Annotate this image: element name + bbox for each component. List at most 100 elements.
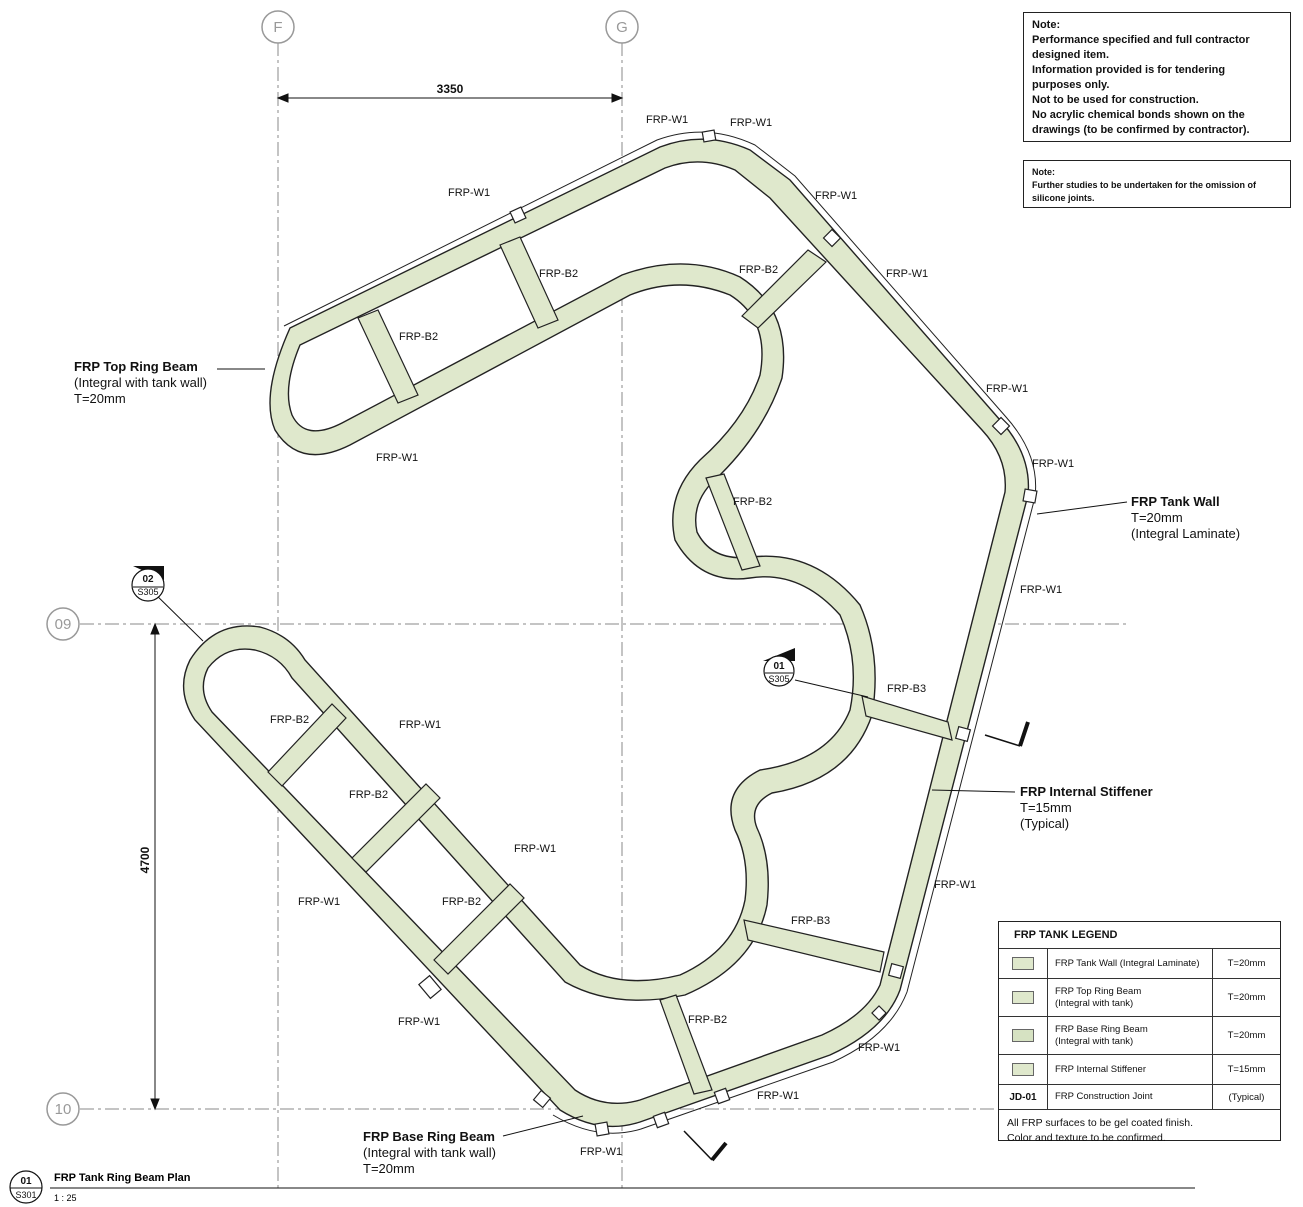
note-line: Note: bbox=[1032, 167, 1055, 177]
label-w1: FRP-W1 bbox=[986, 383, 1028, 395]
legend-swatch-cell bbox=[999, 1017, 1048, 1054]
legend-desc: FRP Base Ring Beam(Integral with tank) bbox=[1048, 1017, 1213, 1054]
note-line: No acrylic chemical bonds shown on the bbox=[1032, 109, 1245, 121]
label-w1: FRP-W1 bbox=[730, 117, 772, 129]
legend-desc: FRP Internal Stiffener bbox=[1048, 1055, 1213, 1084]
note-line: Not to be used for construction. bbox=[1032, 94, 1199, 106]
legend-swatch-cell bbox=[999, 979, 1048, 1016]
callout-internal-stiffener: FRP Internal Stiffener T=15mm (Typical) bbox=[1020, 784, 1153, 831]
note-line: Information provided is for tendering bbox=[1032, 64, 1226, 76]
legend-footer-line: Color and texture to be confirmed. bbox=[1007, 1132, 1166, 1144]
stiffener-b2-top-right bbox=[741, 249, 827, 329]
legend-footer-line: All FRP surfaces to be gel coated finish… bbox=[1007, 1117, 1193, 1129]
grid-bubble-10: 10 bbox=[46, 1092, 80, 1126]
label-w1: FRP-W1 bbox=[858, 1042, 900, 1054]
stiffener-b2-left-1 bbox=[267, 703, 347, 787]
section-cut-markers bbox=[683, 721, 1030, 1162]
legend-swatch bbox=[1012, 957, 1034, 970]
grid-bubble-09: 09 bbox=[46, 607, 80, 641]
frp-tank-legend: FRP TANK LEGEND FRP Tank Wall (Integral … bbox=[998, 921, 1281, 1144]
legend-thickness: T=20mm bbox=[1227, 1030, 1266, 1041]
legend-thickness: T=15mm bbox=[1227, 1064, 1266, 1075]
legend-code: JD-01 bbox=[999, 1085, 1048, 1109]
stiffener-b2-centre bbox=[705, 473, 761, 571]
note-box-tendering: Note: Performance specified and full con… bbox=[1023, 12, 1291, 142]
stiffener-b2-left-3 bbox=[433, 883, 525, 975]
label-b2: FRP-B2 bbox=[399, 331, 438, 343]
svg-text:S305: S305 bbox=[137, 587, 158, 597]
label-w1: FRP-W1 bbox=[646, 114, 688, 126]
svg-text:F: F bbox=[273, 19, 282, 36]
svg-text:(Typical): (Typical) bbox=[1020, 816, 1069, 831]
svg-text:S301: S301 bbox=[15, 1190, 36, 1200]
legend-thickness: T=20mm bbox=[1227, 992, 1266, 1003]
note-line: designed item. bbox=[1032, 49, 1110, 61]
callout-top-ring-beam: FRP Top Ring Beam (Integral with tank wa… bbox=[74, 359, 207, 406]
construction-joints bbox=[418, 129, 1038, 1137]
note-line: drawings (to be confirmed by contractor)… bbox=[1032, 124, 1250, 136]
note-line: Further studies to be undertaken for the… bbox=[1032, 180, 1257, 190]
legend-swatch-cell bbox=[999, 1055, 1048, 1084]
legend-row: FRP Base Ring Beam(Integral with tank) T… bbox=[999, 1017, 1280, 1055]
internal-stiffeners bbox=[267, 236, 953, 1095]
stiffener-b2-top-left bbox=[357, 309, 419, 404]
note-line: purposes only. bbox=[1032, 79, 1110, 91]
member-labels: FRP-W1 FRP-W1 FRP-W1 FRP-W1 FRP-W1 FRP-W… bbox=[270, 114, 1074, 1158]
dimension-vertical-text: 4700 bbox=[138, 846, 152, 873]
svg-text:FRP Tank Wall: FRP Tank Wall bbox=[1131, 494, 1220, 509]
svg-text:01: 01 bbox=[20, 1176, 32, 1187]
label-w1: FRP-W1 bbox=[934, 879, 976, 891]
svg-text:T=20mm: T=20mm bbox=[74, 391, 126, 406]
svg-text:T=15mm: T=15mm bbox=[1020, 800, 1072, 815]
legend-swatch bbox=[1012, 1029, 1034, 1042]
legend-desc: FRP Tank Wall (Integral Laminate) bbox=[1048, 949, 1213, 978]
label-w1: FRP-W1 bbox=[376, 452, 418, 464]
svg-text:T=20mm: T=20mm bbox=[363, 1161, 415, 1176]
legend-row: FRP Tank Wall (Integral Laminate) T=20mm bbox=[999, 949, 1280, 979]
svg-text:S305: S305 bbox=[768, 674, 789, 684]
svg-text:FRP Top Ring Beam: FRP Top Ring Beam bbox=[74, 359, 198, 374]
svg-text:10: 10 bbox=[55, 1101, 72, 1118]
callout-tank-wall: FRP Tank Wall T=20mm (Integral Laminate) bbox=[1131, 494, 1240, 541]
legend-row: FRP Internal Stiffener T=15mm bbox=[999, 1055, 1280, 1085]
label-w1: FRP-W1 bbox=[298, 896, 340, 908]
dimension-horizontal bbox=[276, 93, 624, 103]
stiffener-b2-low bbox=[659, 994, 713, 1095]
label-w1: FRP-W1 bbox=[580, 1146, 622, 1158]
legend-swatch bbox=[1012, 991, 1034, 1004]
legend-swatch bbox=[1012, 1063, 1034, 1076]
section-tag-01: 01 S305 bbox=[763, 648, 869, 698]
note-box-silicone: Note: Further studies to be undertaken f… bbox=[1023, 160, 1291, 208]
drawing-scale: 1 : 25 bbox=[54, 1193, 77, 1203]
legend-desc: FRP Construction Joint bbox=[1048, 1085, 1213, 1109]
label-w1: FRP-W1 bbox=[398, 1016, 440, 1028]
legend-row: JD-01 FRP Construction Joint (Typical) bbox=[999, 1085, 1280, 1110]
label-b2: FRP-B2 bbox=[733, 496, 772, 508]
legend-desc: FRP Top Ring Beam(Integral with tank) bbox=[1048, 979, 1213, 1016]
stiffener-b2-left-2 bbox=[351, 783, 441, 873]
label-b2: FRP-B2 bbox=[739, 264, 778, 276]
note-line: Performance specified and full contracto… bbox=[1032, 34, 1250, 46]
label-w1: FRP-W1 bbox=[1020, 584, 1062, 596]
drawing-title: FRP Tank Ring Beam Plan bbox=[54, 1172, 191, 1184]
svg-text:(Integral with tank wall): (Integral with tank wall) bbox=[363, 1145, 496, 1160]
svg-text:02: 02 bbox=[142, 574, 154, 585]
label-w1: FRP-W1 bbox=[448, 187, 490, 199]
grid-bubble-f: F bbox=[261, 10, 295, 44]
legend-thickness: T=20mm bbox=[1227, 958, 1266, 969]
svg-text:G: G bbox=[616, 19, 628, 36]
label-b2: FRP-B2 bbox=[442, 896, 481, 908]
label-w1: FRP-W1 bbox=[757, 1090, 799, 1102]
legend-row: FRP Top Ring Beam(Integral with tank) T=… bbox=[999, 979, 1280, 1017]
svg-text:FRP Internal Stiffener: FRP Internal Stiffener bbox=[1020, 784, 1153, 799]
label-w1: FRP-W1 bbox=[815, 190, 857, 202]
tank-wall-outer bbox=[182, 138, 1030, 1128]
note-line: silicone joints. bbox=[1032, 193, 1095, 203]
label-w1: FRP-W1 bbox=[1032, 458, 1074, 470]
legend-swatch-cell bbox=[999, 949, 1048, 978]
svg-text:(Integral Laminate): (Integral Laminate) bbox=[1131, 526, 1240, 541]
stiffener-b3-low bbox=[743, 919, 885, 973]
legend-thickness: (Typical) bbox=[1228, 1091, 1265, 1103]
legend-footer: All FRP surfaces to be gel coated finish… bbox=[999, 1110, 1280, 1152]
